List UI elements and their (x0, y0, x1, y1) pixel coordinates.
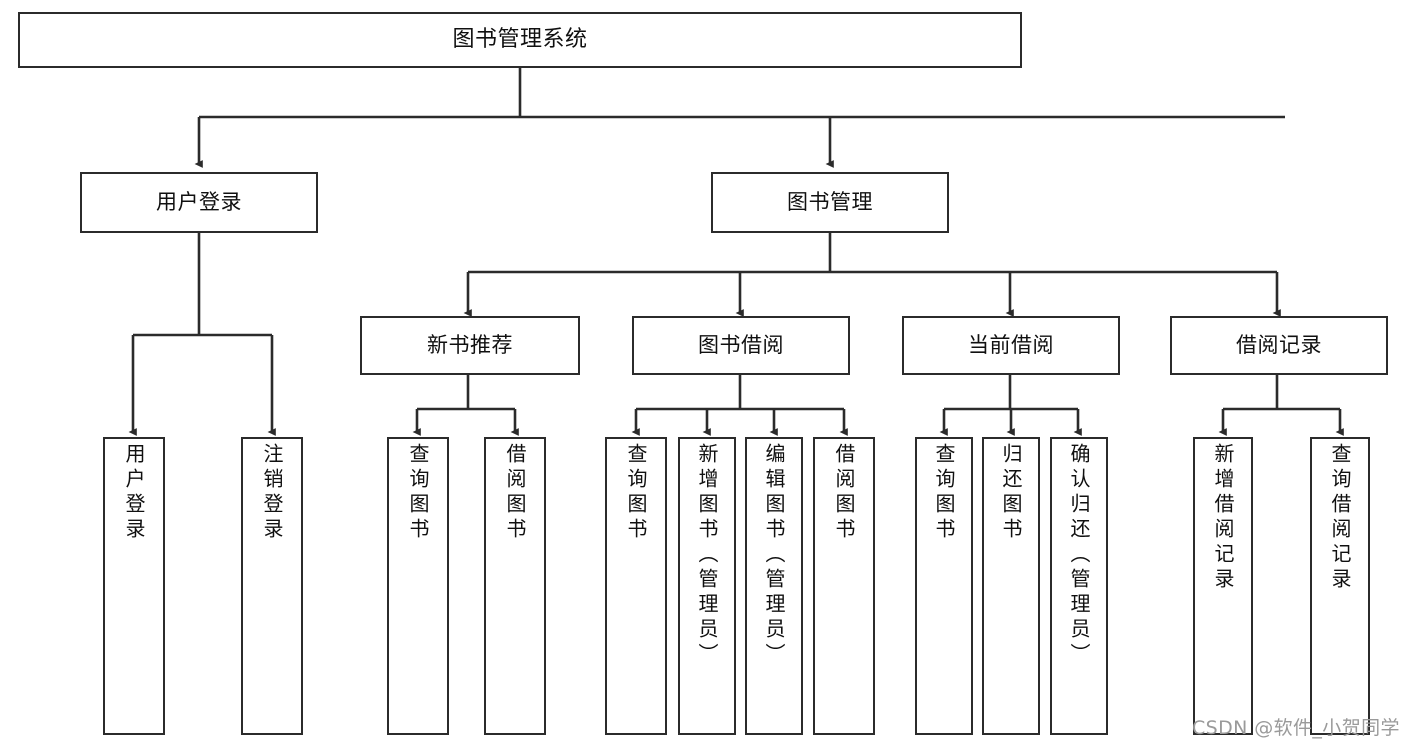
leaf-new-book-borrow-book[interactable]: 借阅图书 (484, 437, 546, 735)
node-label: 查询图书 (624, 443, 648, 543)
node-new-book-recommend[interactable]: 新书推荐 (360, 316, 580, 375)
node-label: 新增借阅记录 (1211, 443, 1235, 593)
leaf-borrow-record-query-record[interactable]: 查询借阅记录 (1310, 437, 1370, 735)
leaf-book-borrow-add-book[interactable]: 新增图书（管理员） (678, 437, 736, 735)
leaf-borrow-record-add-record[interactable]: 新增借阅记录 (1193, 437, 1253, 735)
leaf-book-borrow-borrow-book[interactable]: 借阅图书 (813, 437, 875, 735)
node-current-borrow[interactable]: 当前借阅 (902, 316, 1120, 375)
node-label: 查询借阅记录 (1328, 443, 1352, 593)
node-label: 新增图书（管理员） (695, 443, 719, 668)
node-label: 归还图书 (999, 443, 1023, 543)
node-book-borrow[interactable]: 图书借阅 (632, 316, 850, 375)
leaf-current-borrow-confirm-return[interactable]: 确认归还（管理员） (1050, 437, 1108, 735)
node-label: 图书管理系统 (452, 26, 588, 52)
leaf-new-book-query-book[interactable]: 查询图书 (387, 437, 449, 735)
node-label: 借阅图书 (832, 443, 856, 543)
watermark-text: CSDN @软件_小贺同学 (1192, 717, 1400, 739)
leaf-current-borrow-return-book[interactable]: 归还图书 (982, 437, 1040, 735)
csdn-watermark: CSDN @软件_小贺同学 (1192, 713, 1400, 740)
node-label: 新书推荐 (427, 332, 513, 357)
node-user-login[interactable]: 用户登录 (80, 172, 318, 233)
node-borrow-record[interactable]: 借阅记录 (1170, 316, 1388, 375)
leaf-user-login-login[interactable]: 用户登录 (103, 437, 165, 735)
node-label: 查询图书 (406, 443, 430, 543)
node-label: 编辑图书（管理员） (762, 443, 786, 668)
leaf-current-borrow-query-book[interactable]: 查询图书 (915, 437, 973, 735)
node-label: 图书管理 (787, 189, 873, 214)
node-label: 借阅图书 (503, 443, 527, 543)
node-label: 用户登录 (156, 189, 242, 214)
leaf-book-borrow-edit-book[interactable]: 编辑图书（管理员） (745, 437, 803, 735)
node-label: 确认归还（管理员） (1067, 443, 1091, 668)
leaf-user-login-logout[interactable]: 注销登录 (241, 437, 303, 735)
leaf-book-borrow-query-book[interactable]: 查询图书 (605, 437, 667, 735)
node-label: 借阅记录 (1236, 332, 1322, 357)
node-label: 用户登录 (122, 443, 146, 543)
node-label: 当前借阅 (968, 332, 1054, 357)
node-root-book-management-system[interactable]: 图书管理系统 (18, 12, 1022, 68)
node-book-management[interactable]: 图书管理 (711, 172, 949, 233)
node-label: 查询图书 (932, 443, 956, 543)
node-label: 图书借阅 (698, 332, 784, 357)
node-label: 注销登录 (260, 443, 284, 543)
